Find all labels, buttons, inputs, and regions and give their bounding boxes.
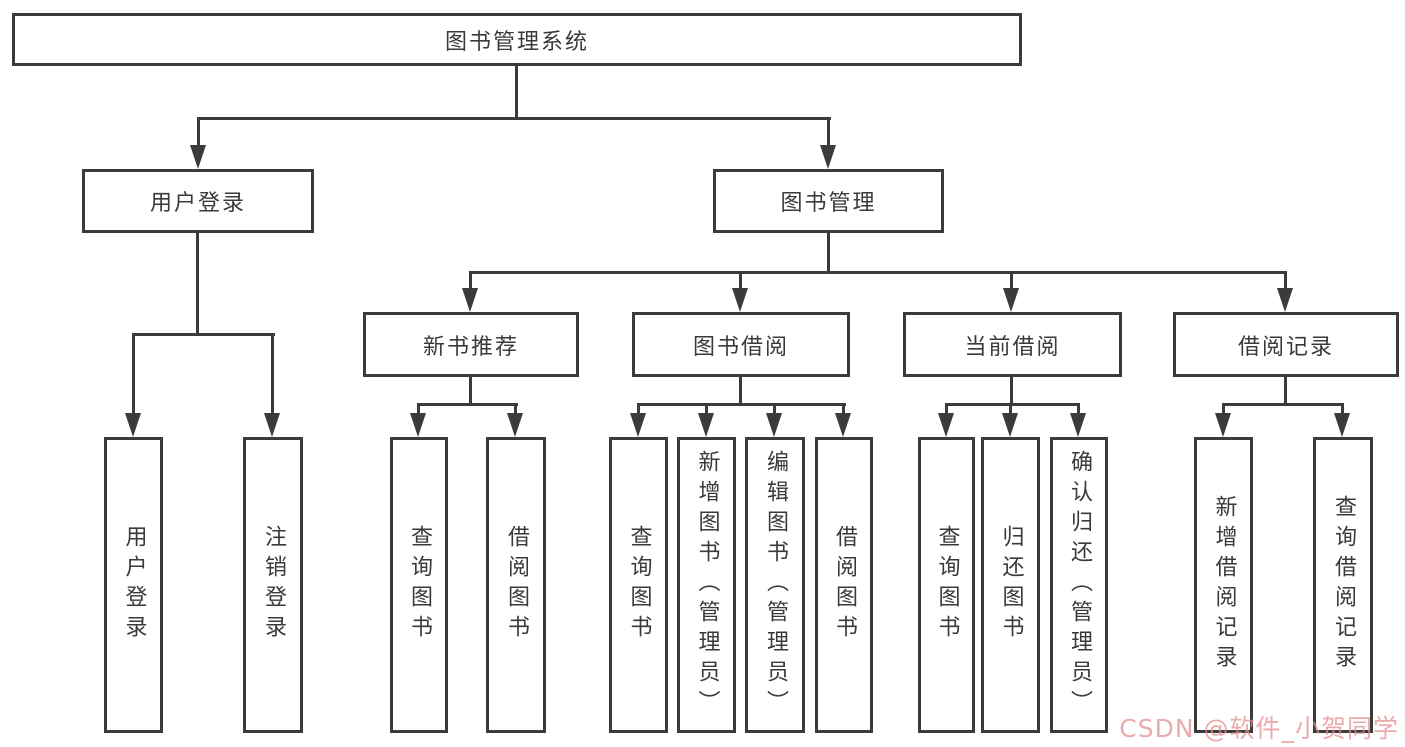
arrow-down-icon <box>507 413 523 437</box>
node-borrow-records: 借阅记录 <box>1173 312 1399 377</box>
connector-line <box>842 403 845 415</box>
connector-line <box>827 117 830 148</box>
node-new-book-recommend: 新书推荐 <box>363 312 579 377</box>
leaf-query-books-current: 查询图书 <box>918 437 975 733</box>
connector-line <box>1284 377 1287 406</box>
connector-line <box>271 333 274 415</box>
connector-line <box>1222 403 1225 415</box>
leaf-query-books-recommend-label: 查询图书 <box>407 525 432 645</box>
csdn-watermark: CSDN @软件_小贺同学 <box>1119 714 1399 743</box>
connector-line <box>417 403 420 415</box>
root-node: 图书管理系统 <box>12 13 1022 66</box>
arrow-down-icon <box>1070 413 1086 437</box>
connector-line <box>132 333 135 415</box>
connector-line <box>469 377 472 406</box>
leaf-query-books-borrow-label: 查询图书 <box>626 525 652 645</box>
leaf-logout: 注销登录 <box>243 437 303 733</box>
leaf-add-book-admin-label: 新增图书（管理员） <box>694 450 720 720</box>
connector-line <box>469 271 472 290</box>
node-user-login-label: 用户登录 <box>149 191 246 216</box>
arrow-down-icon <box>264 413 280 437</box>
connector-line <box>1341 403 1344 415</box>
node-current-borrow-label: 当前借阅 <box>964 334 1061 360</box>
connector-line <box>515 64 518 120</box>
arrow-down-icon <box>462 288 478 312</box>
leaf-query-borrow-record-label: 查询借阅记录 <box>1331 495 1356 675</box>
leaf-return-book-label: 归还图书 <box>998 525 1024 645</box>
leaf-add-borrow-record: 新增借阅记录 <box>1194 437 1253 733</box>
node-user-login: 用户登录 <box>82 169 314 233</box>
arrow-down-icon <box>1334 413 1350 437</box>
connector-line <box>739 271 742 290</box>
arrow-down-icon <box>630 413 646 437</box>
leaf-query-books-borrow: 查询图书 <box>609 437 668 733</box>
connector-line <box>637 403 640 415</box>
node-current-borrow: 当前借阅 <box>903 312 1122 377</box>
arrow-down-icon <box>1003 288 1019 312</box>
connector-line <box>1010 271 1013 290</box>
arrow-down-icon <box>938 413 954 437</box>
leaf-query-books-recommend: 查询图书 <box>390 437 448 733</box>
connector-line <box>739 377 742 406</box>
root-node-label: 图书管理系统 <box>444 29 589 55</box>
node-borrow-records-label: 借阅记录 <box>1237 334 1334 360</box>
arrow-down-icon <box>125 413 141 437</box>
leaf-query-books-current-label: 查询图书 <box>934 525 960 645</box>
arrow-down-icon <box>1215 413 1231 437</box>
leaf-borrow-books-recommend-label: 借阅图书 <box>504 525 529 645</box>
leaf-borrow-books: 借阅图书 <box>815 437 873 733</box>
arrow-down-icon <box>732 288 748 312</box>
arrow-down-icon <box>820 145 836 169</box>
leaf-borrow-books-recommend: 借阅图书 <box>486 437 546 733</box>
connector-line <box>196 233 199 336</box>
arrow-down-icon <box>1002 413 1018 437</box>
arrow-down-icon <box>835 413 851 437</box>
arrow-down-icon <box>1277 288 1293 312</box>
connector-line <box>132 333 275 336</box>
leaf-edit-book-admin-label: 编辑图书（管理员） <box>763 450 788 720</box>
node-book-management: 图书管理 <box>713 169 944 233</box>
connector-line <box>417 403 518 406</box>
leaf-user-login: 用户登录 <box>104 437 163 733</box>
connector-line <box>637 403 846 406</box>
connector-line <box>945 403 1080 406</box>
connector-line <box>514 403 517 415</box>
arrow-down-icon <box>698 413 714 437</box>
connector-line <box>1284 271 1287 290</box>
connector-line <box>945 403 948 415</box>
connector-line <box>827 233 830 274</box>
connector-line <box>470 271 1287 274</box>
leaf-query-borrow-record: 查询借阅记录 <box>1313 437 1373 733</box>
leaf-add-book-admin: 新增图书（管理员） <box>677 437 736 733</box>
leaf-return-book: 归还图书 <box>981 437 1040 733</box>
node-book-management-label: 图书管理 <box>780 191 877 216</box>
node-book-borrow: 图书借阅 <box>632 312 850 377</box>
node-new-book-recommend-label: 新书推荐 <box>422 334 519 360</box>
leaf-edit-book-admin: 编辑图书（管理员） <box>745 437 805 733</box>
connector-line <box>1222 403 1344 406</box>
connector-line <box>773 403 776 415</box>
connector-line <box>197 117 200 148</box>
connector-line <box>705 403 708 415</box>
connector-line <box>1009 403 1012 415</box>
node-book-borrow-label: 图书借阅 <box>692 334 789 360</box>
leaf-user-login-label: 用户登录 <box>121 525 147 645</box>
leaf-borrow-books-label: 借阅图书 <box>832 525 857 645</box>
arrow-down-icon <box>410 413 426 437</box>
connector-line <box>1077 403 1080 415</box>
leaf-confirm-return-admin: 确认归还（管理员） <box>1050 437 1108 733</box>
connector-line <box>197 117 831 120</box>
arrow-down-icon <box>190 145 206 169</box>
leaf-add-borrow-record-label: 新增借阅记录 <box>1211 495 1237 675</box>
arrow-down-icon <box>766 413 782 437</box>
leaf-confirm-return-admin-label: 确认归还（管理员） <box>1067 450 1092 720</box>
connector-line <box>1010 377 1013 406</box>
leaf-logout-label: 注销登录 <box>261 525 286 645</box>
